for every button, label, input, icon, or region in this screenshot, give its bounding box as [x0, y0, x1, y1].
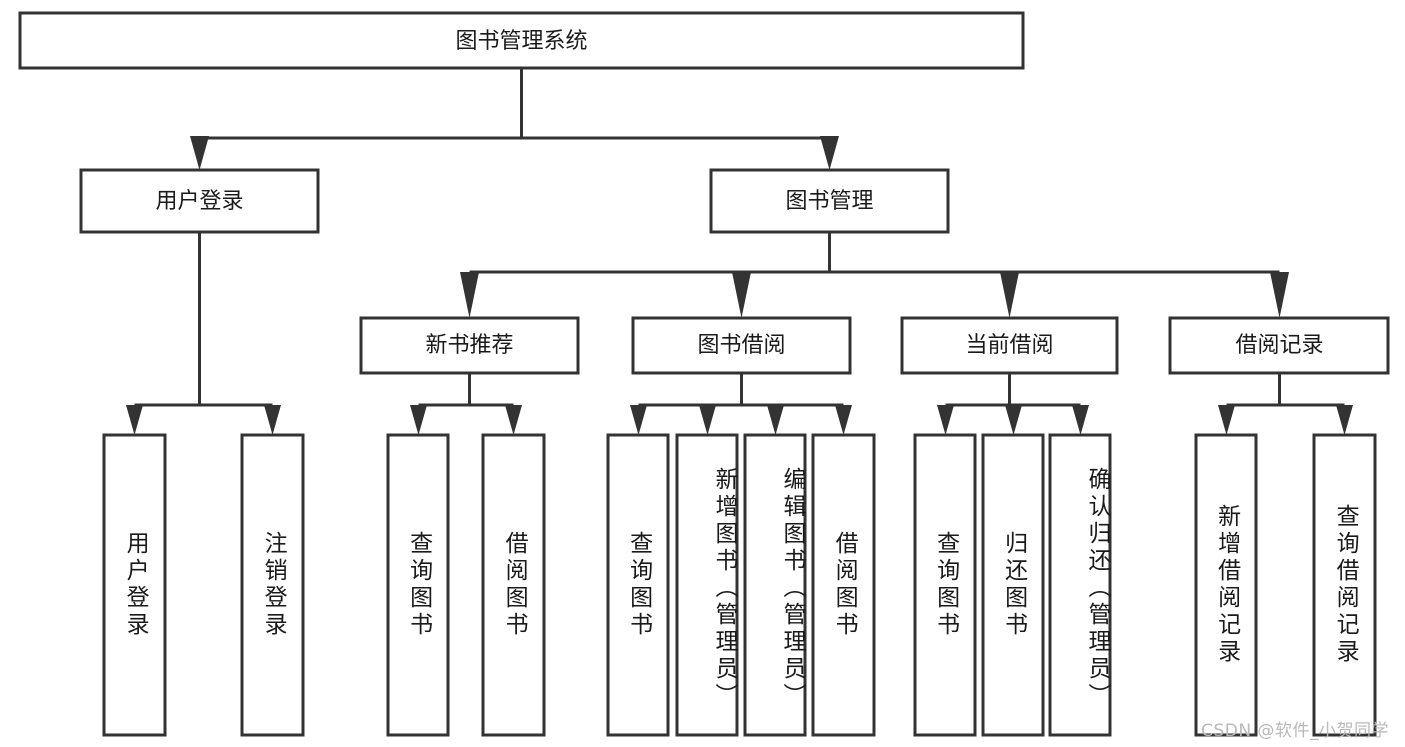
arrow-head-icon — [460, 272, 479, 318]
arrow-head-icon — [835, 405, 852, 435]
leaf-box[interactable] — [606, 433, 670, 737]
node-book-borrow-label: 图书借阅 — [697, 333, 785, 358]
node-current-borrow-box[interactable] — [900, 316, 1119, 375]
arrow-head-icon — [767, 405, 784, 435]
arrow-head-icon — [190, 136, 209, 170]
node-new-book-recommend-label: 新书推荐 — [425, 333, 513, 358]
node-user-login-box[interactable] — [79, 168, 320, 234]
leaf-box[interactable] — [240, 433, 305, 737]
node-new-book-recommend-box[interactable] — [359, 316, 580, 375]
node-user-login[interactable]: 用户登录 — [79, 168, 320, 234]
leaf-box[interactable] — [481, 433, 546, 737]
arrow-head-icon — [1005, 405, 1022, 435]
arrow-head-icon — [630, 405, 647, 435]
node-book-borrow[interactable]: 图书借阅 — [631, 316, 852, 375]
arrow-head-icon — [126, 405, 143, 435]
node-book-borrow-box[interactable] — [631, 316, 852, 375]
arrow-head-icon — [1072, 405, 1089, 435]
arrow-head-icon — [410, 405, 427, 435]
arrow-head-icon — [1336, 405, 1353, 435]
node-root-box[interactable] — [18, 11, 1025, 70]
node-book-management[interactable]: 图书管理 — [709, 168, 950, 234]
leaf-box[interactable] — [811, 433, 876, 737]
node-borrow-record-box[interactable] — [1168, 316, 1390, 375]
connector-currentborrow-to-leaves — [937, 373, 1089, 435]
node-current-borrow[interactable]: 当前借阅 — [900, 316, 1119, 375]
leaf-box[interactable] — [913, 433, 977, 737]
connector-bookmgmt-to-level3 — [460, 232, 1289, 318]
node-book-management-label: 图书管理 — [785, 189, 873, 214]
node-borrow-record[interactable]: 借阅记录 — [1168, 316, 1390, 375]
node-user-login-label: 用户登录 — [155, 189, 243, 214]
csdn-watermark: CSDN @软件_小贺同学 — [1201, 721, 1389, 741]
connector-userlogin-to-leaves — [126, 232, 281, 435]
node-book-management-box[interactable] — [709, 168, 950, 234]
connector-borrowbook-to-leaves — [630, 373, 852, 435]
arrow-head-icon — [820, 136, 839, 170]
connector-root-to-level2 — [190, 68, 839, 170]
leaf-box[interactable] — [102, 433, 167, 737]
connector-newbook-to-leaves — [410, 373, 522, 435]
node-root-label: 图书管理系统 — [455, 29, 587, 54]
leaf-box[interactable] — [1312, 433, 1377, 737]
arrow-head-icon — [732, 272, 751, 318]
node-current-borrow-label: 当前借阅 — [965, 333, 1053, 358]
arrow-head-icon — [937, 405, 954, 435]
leaf-box[interactable] — [675, 433, 739, 737]
arrow-head-icon — [699, 405, 716, 435]
leaf-box[interactable] — [1048, 433, 1112, 737]
node-root[interactable]: 图书管理系统 — [18, 11, 1025, 70]
arrow-head-icon — [1218, 405, 1235, 435]
leaf-box[interactable] — [1194, 433, 1258, 737]
node-borrow-record-label: 借阅记录 — [1235, 333, 1323, 358]
arrow-head-icon — [264, 405, 281, 435]
arrow-head-icon — [505, 405, 522, 435]
leaf-box[interactable] — [743, 433, 807, 737]
leaf-box[interactable] — [981, 433, 1045, 737]
arrow-head-icon — [1270, 272, 1289, 318]
node-new-book-recommend[interactable]: 新书推荐 — [359, 316, 580, 375]
leaf-box[interactable] — [386, 433, 450, 737]
connector-borrowrecord-to-leaves — [1218, 373, 1353, 435]
arrow-head-icon — [1000, 272, 1019, 318]
